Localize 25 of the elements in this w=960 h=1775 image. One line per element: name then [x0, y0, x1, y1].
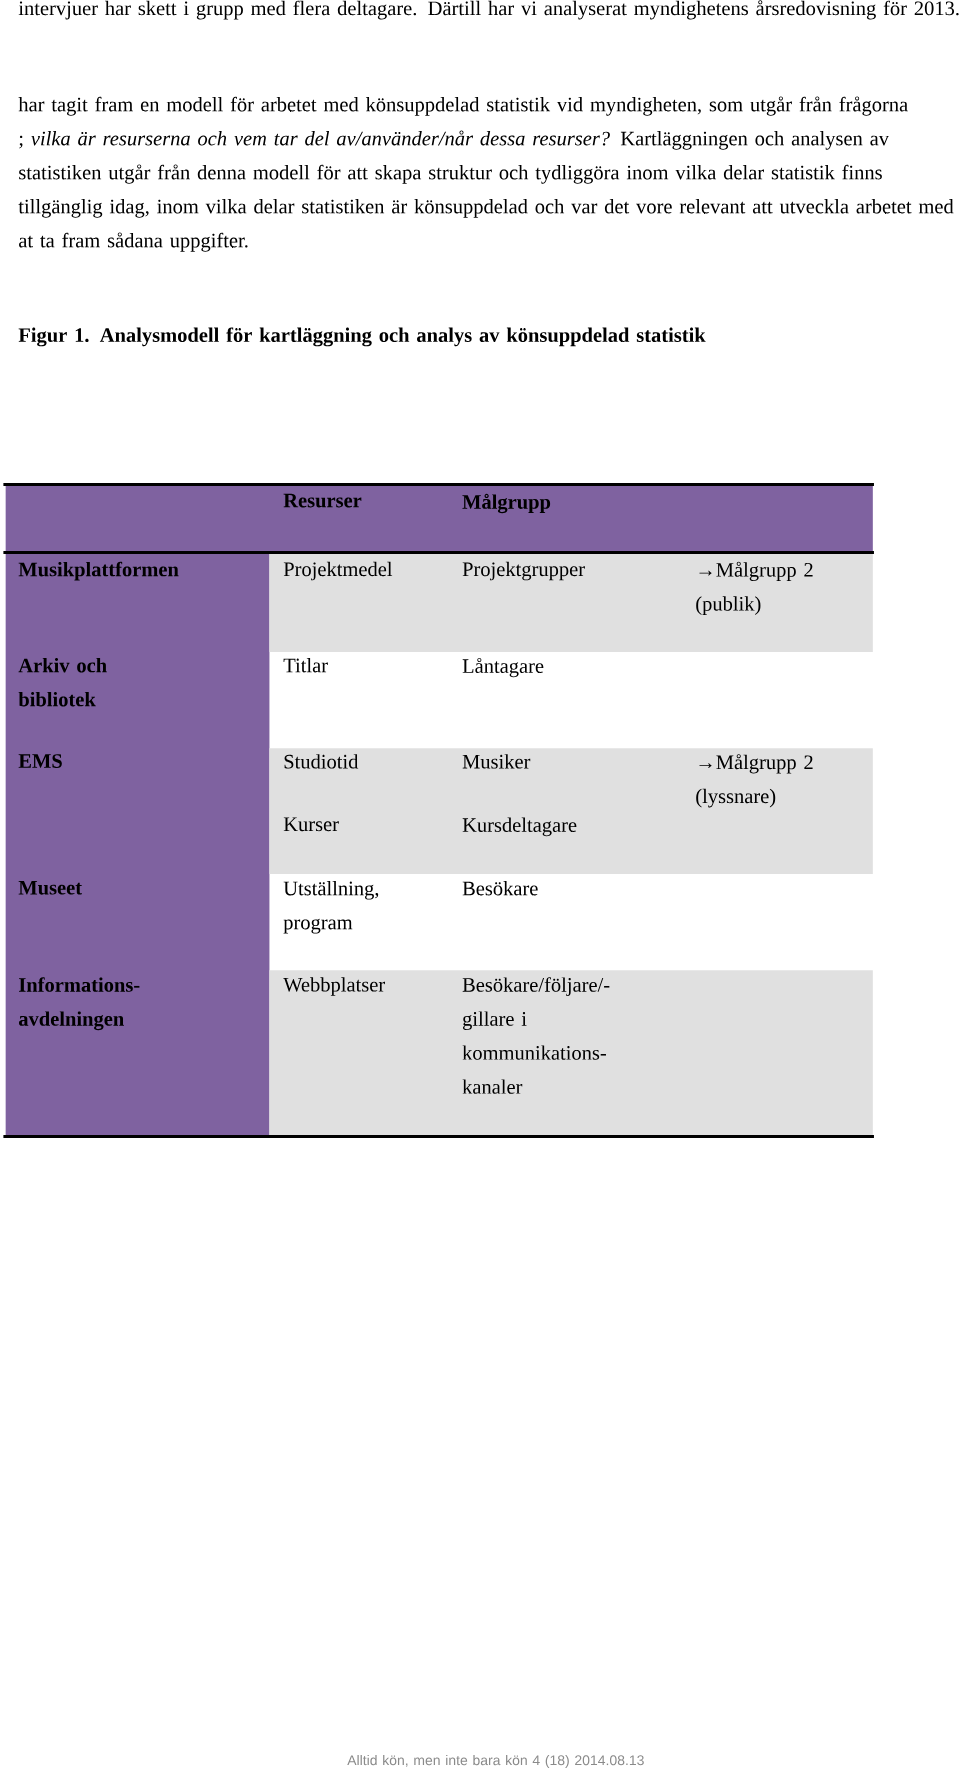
cell-text: Besökare	[462, 880, 538, 896]
cell-text: Besökare/följare/- gillare i kommunikations- kanaler	[462, 977, 610, 1094]
cell-text: Projektmedel	[283, 561, 393, 581]
cell-text: Musiker	[462, 754, 531, 769]
body-paragraph: har tagit fram en modell för arbetet med könsuppdelad statistik vid myndigheten, som utgår från frågorna ; vilka är resurserna och vem tar del av/använder/når dessa resurser? Kartläggningen och analysen av statistiken utgår från denna modell för att skapa struktur och tydliggöra inom vilka delar statistik finns tillgänglig idag, inom vilka delar statistiken är könsuppdelad och var det vore relevant att utveckla arbetet med at ta fram sådana uppgifter.	[18, 96, 954, 252]
cell-text: Titlar	[283, 657, 328, 673]
cell-text: Webbplatser	[283, 977, 385, 996]
row-label: EMS	[18, 754, 62, 768]
cell-text: Utställning, program	[283, 880, 379, 934]
cell-text: Projektgrupper	[462, 561, 585, 581]
column-header: Målgrupp	[462, 493, 551, 514]
row-label: Museet	[18, 880, 82, 895]
row-label: Informations- avdelningen	[18, 977, 140, 1031]
cell-text: Låntagare	[462, 657, 544, 678]
row-label: Musikplattformen	[18, 561, 179, 581]
row-label: Arkiv och bibliotek	[18, 657, 107, 707]
cell-text: →Målgrupp 2 (lyssnare)	[696, 754, 813, 808]
page-footer: Alltid kön, men inte bara kön 4 (18) 2014.08.13	[347, 1754, 644, 1768]
column-header: Resurser	[283, 493, 362, 508]
cell-text: Kursdeltagare	[462, 817, 577, 837]
cell-text: Studiotid	[284, 754, 359, 769]
body-paragraph: intervjuer har skett i grupp med flera deltagare. Därtill har vi analyserat myndighetens årsredovisning för 2013.	[18, 0, 959, 20]
cell-text: Kurser	[283, 817, 339, 832]
figure-heading: Figur 1. Analysmodell för kartläggning och analys av könsuppdelad statistik	[18, 327, 706, 347]
cell-text: →Målgrupp 2 (publik)	[696, 561, 813, 615]
